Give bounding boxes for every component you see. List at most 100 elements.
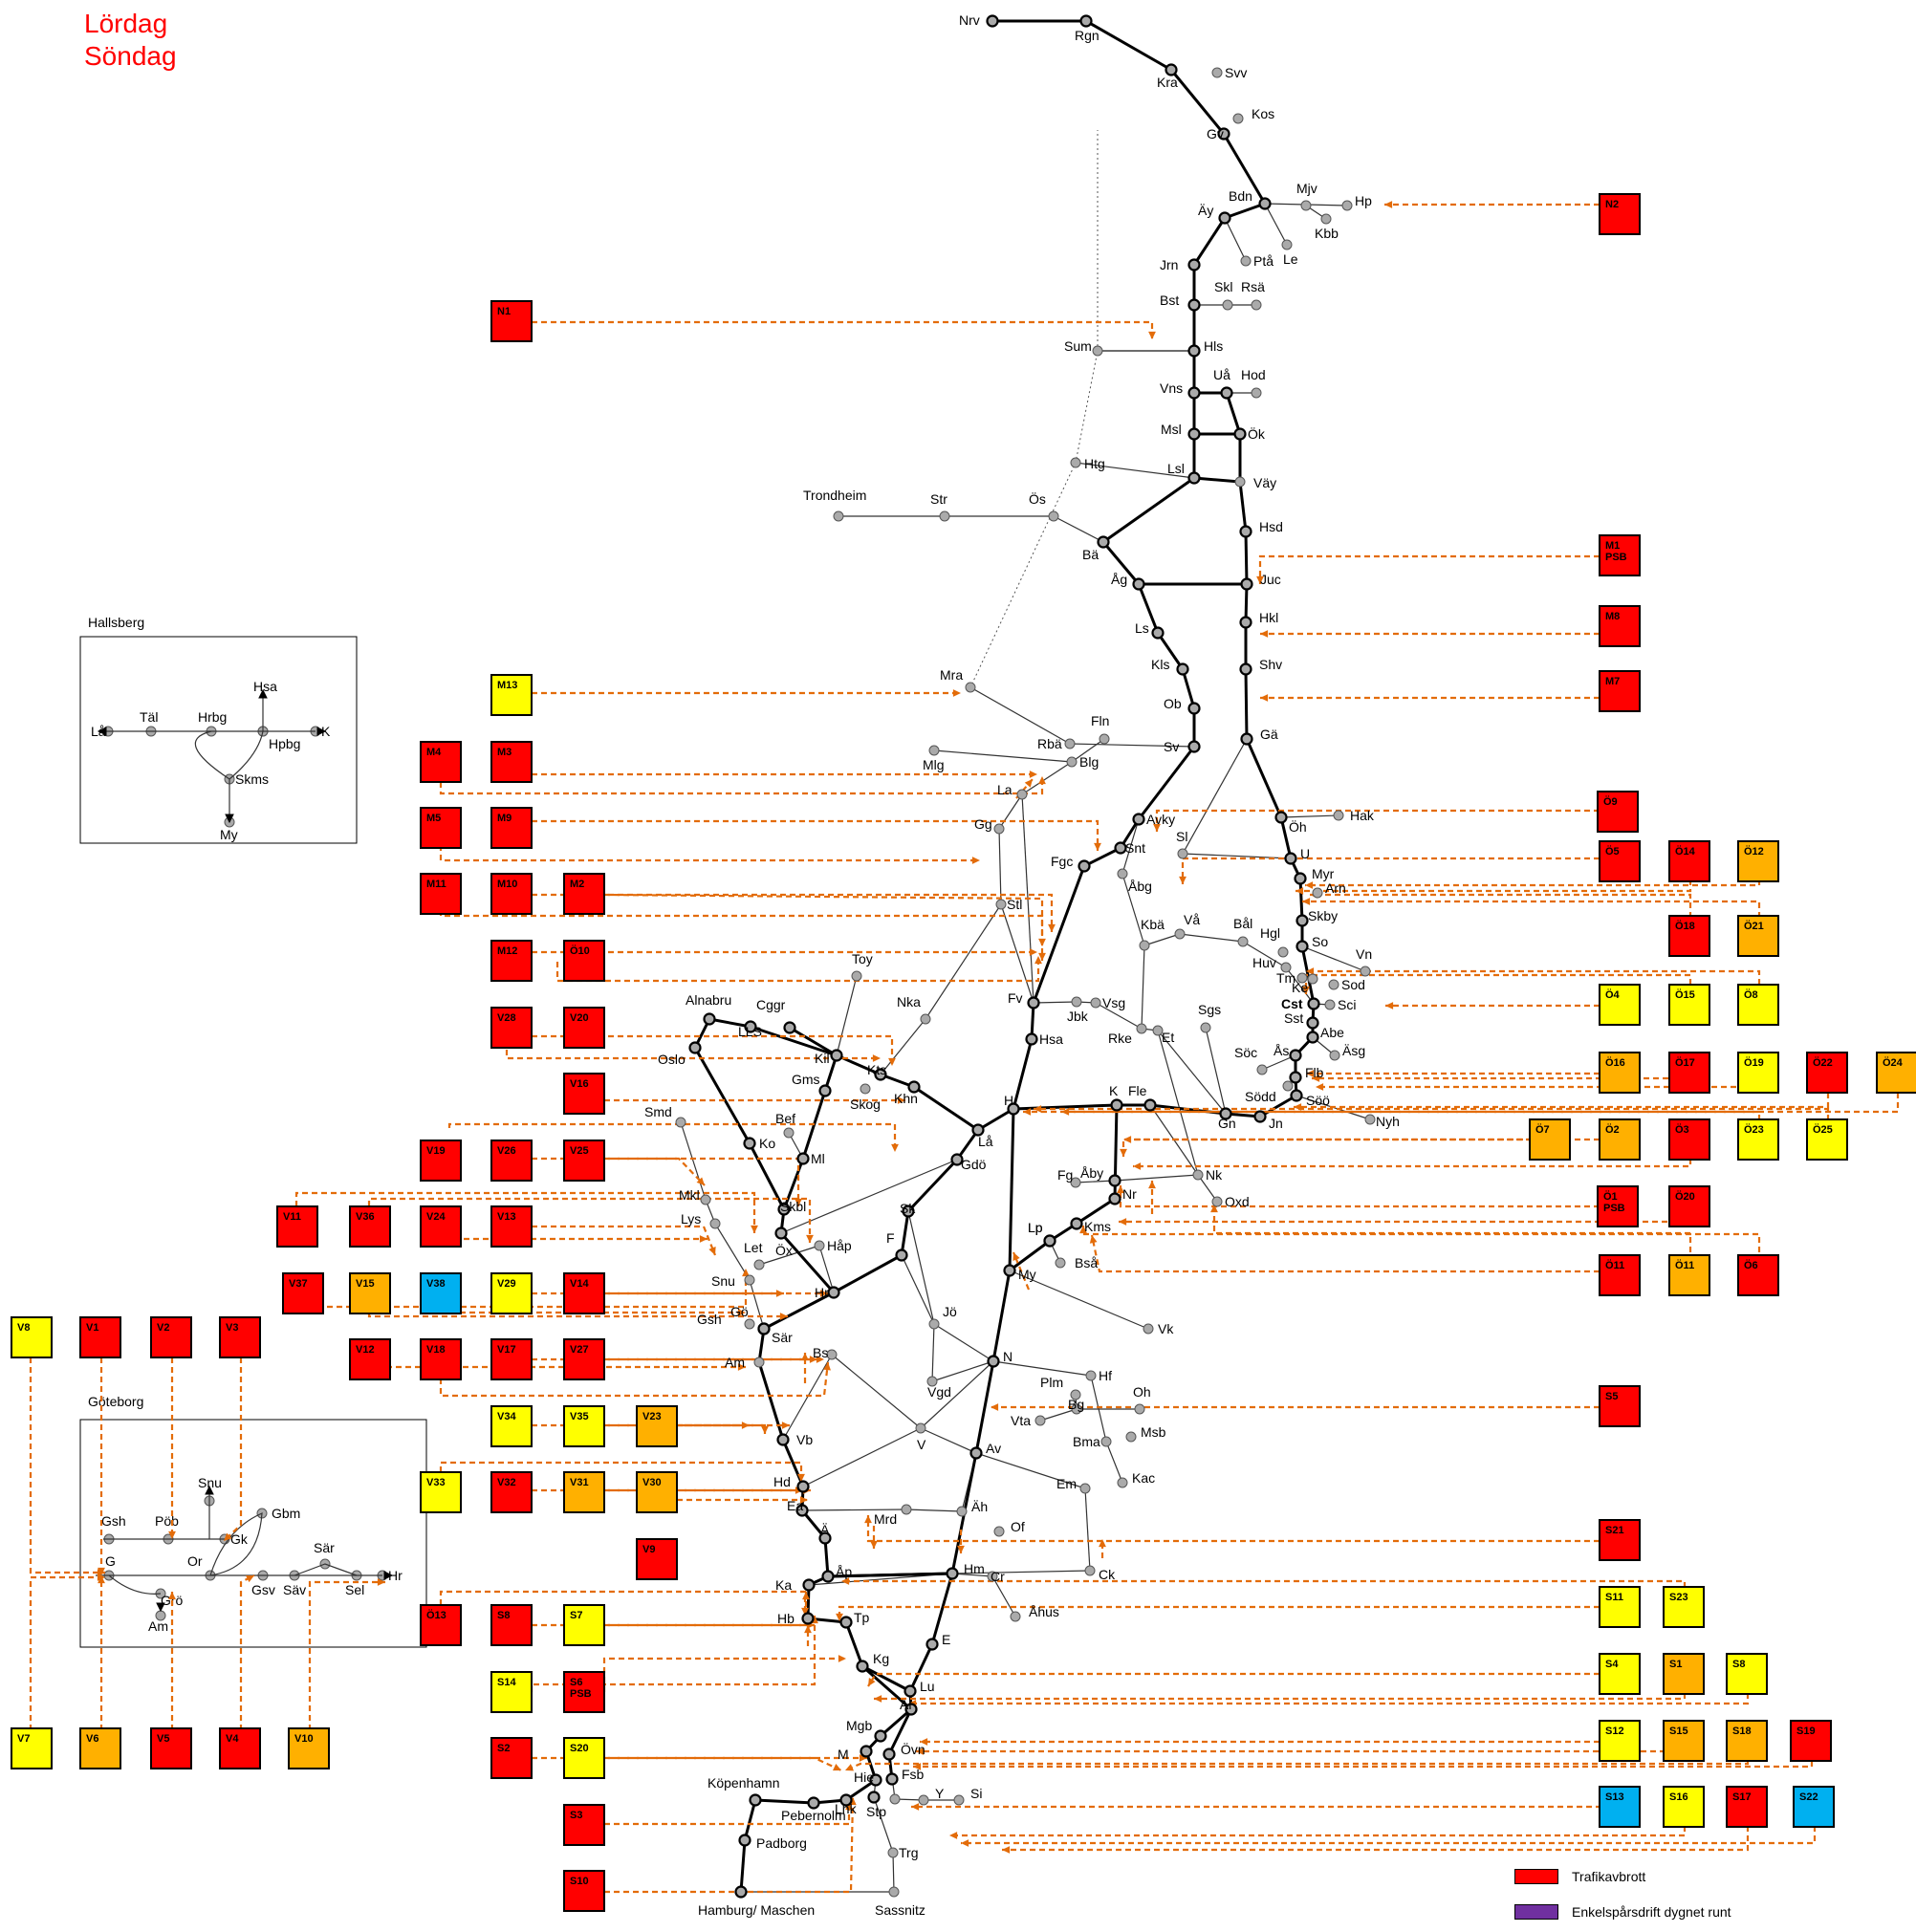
box-label: V7 — [17, 1733, 30, 1745]
arrow-head — [797, 1473, 805, 1482]
station-label: Kbb — [1315, 226, 1339, 241]
arrow-head — [1260, 630, 1269, 638]
box-label: N1 — [497, 306, 511, 317]
station-label: Vns — [1160, 380, 1183, 396]
station-label: E — [942, 1632, 950, 1647]
station-label: Gk — [230, 1531, 249, 1547]
disruption-arrow — [1155, 809, 1600, 832]
station-label: Stl — [1007, 897, 1022, 912]
disruption-box-o17: Ö17 — [1668, 1052, 1710, 1094]
box-label: V15 — [356, 1278, 375, 1290]
disruption-box-s19: S19 — [1790, 1720, 1832, 1762]
box-label: Ö12 — [1744, 845, 1764, 857]
disruption-box-o12: Ö12 — [1737, 840, 1779, 882]
station-hod: Hod — [1241, 367, 1266, 399]
station-label: Vå — [1184, 912, 1200, 927]
disruption-arrow — [949, 1807, 1687, 1837]
inset-station-skms: Skms — [224, 771, 269, 787]
station-let: Let — [744, 1240, 765, 1270]
station-bs: Bs — [813, 1345, 838, 1360]
disruption-arrow — [866, 1515, 1600, 1543]
station-kra: Kra — [1157, 63, 1178, 90]
station-label: Oxd — [1225, 1194, 1250, 1209]
disruption-box-s4: S4 — [1599, 1653, 1641, 1695]
station-kls: Kls — [1151, 657, 1189, 676]
station-label: Åbg — [1128, 879, 1152, 894]
disruption-box-v27: V27 — [563, 1338, 605, 1380]
station-kts: Kts — [867, 1062, 887, 1081]
station-label: Ke — [1292, 980, 1308, 995]
station-label: Sum — [1064, 338, 1092, 354]
box-label: S1 — [1669, 1659, 1682, 1670]
arrow-head — [870, 1540, 878, 1549]
box-label: M3 — [497, 747, 512, 758]
station-sassnitz: Sassnitz — [875, 1886, 925, 1918]
station-h: H — [1004, 1093, 1020, 1116]
station-huv: Huv — [1252, 955, 1292, 973]
box-label: Ö19 — [1744, 1056, 1764, 1069]
arrow-head — [1385, 1002, 1394, 1009]
station-n: N — [987, 1349, 1012, 1368]
arrow-head — [377, 1578, 385, 1586]
disruption-box-n2: N2 — [1599, 193, 1641, 235]
box-label: S20 — [570, 1743, 589, 1754]
station-kil: Kil — [815, 1049, 843, 1066]
inset-lines — [96, 690, 382, 1595]
station-label: Gn — [1218, 1116, 1236, 1131]
legend-label: Trafikavbrott — [1572, 1869, 1646, 1884]
station-label: Toy — [852, 951, 873, 966]
station-label: Hod — [1241, 367, 1266, 382]
station-label: Msl — [1161, 422, 1182, 437]
disruption-box-s1: S1 — [1663, 1653, 1705, 1695]
box-label: V29 — [497, 1278, 516, 1290]
station-kac: Kac — [1117, 1470, 1155, 1488]
station-label: Uå — [1213, 367, 1230, 382]
station-label: Svv — [1225, 65, 1247, 80]
box-label: V4 — [226, 1733, 239, 1745]
main-lines — [693, 19, 1316, 1893]
arrow-head — [1384, 201, 1393, 208]
disruption-arrow — [1295, 841, 1692, 893]
arrow-head — [1099, 1539, 1106, 1548]
legend-label: Enkelspårsdrift dygnet runt — [1572, 1904, 1731, 1920]
station-hap: Håp — [814, 1238, 852, 1253]
arrow-head — [1117, 1185, 1124, 1194]
arrow-head — [741, 1422, 750, 1429]
station-vb: Vb — [776, 1432, 813, 1447]
station-khn: Khn — [894, 1080, 921, 1106]
station-label: Kac — [1132, 1470, 1155, 1486]
station-label: Sel — [345, 1582, 364, 1597]
arrow-head — [1295, 887, 1304, 895]
station-hkl: Hkl — [1239, 610, 1278, 629]
arrow-head — [1153, 823, 1161, 832]
station-label: N — [1003, 1349, 1012, 1364]
station-nrv: Nrv — [959, 12, 999, 28]
station-sodd: Södd — [1245, 1080, 1294, 1104]
station-label: Hsa — [253, 679, 277, 694]
station-kopenhamn: Köpenhamn — [708, 1775, 780, 1807]
station-label: Abe — [1320, 1025, 1344, 1040]
station-label: Kg — [873, 1651, 889, 1666]
disruption-arrow — [294, 1191, 756, 1233]
disruption-arrow — [1304, 973, 1692, 994]
arrow-head — [1260, 694, 1269, 702]
station-label: My — [1018, 1267, 1036, 1282]
station-ke: Ke — [1292, 973, 1318, 995]
disruption-box-v3: V3 — [219, 1316, 261, 1358]
station-label: M — [838, 1747, 849, 1762]
box-label: V1 — [86, 1322, 98, 1334]
box-label: S3 — [570, 1810, 582, 1821]
box-label: V38 — [426, 1278, 446, 1290]
disruption-arrow — [29, 1575, 105, 1730]
arrow-head — [1133, 1162, 1142, 1170]
box-label: M5 — [426, 813, 441, 824]
station-label: Rsä — [1241, 279, 1265, 294]
arrow-head — [168, 1592, 176, 1600]
station-label: Khn — [894, 1091, 918, 1106]
box-label: M11 — [426, 879, 446, 890]
station-label: Si — [970, 1786, 982, 1801]
station-hamburg-maschen: Hamburg/ Maschen — [698, 1885, 815, 1918]
disruption-box-o15: Ö15 — [1668, 984, 1710, 1026]
station-hls: Hls — [1187, 338, 1223, 358]
